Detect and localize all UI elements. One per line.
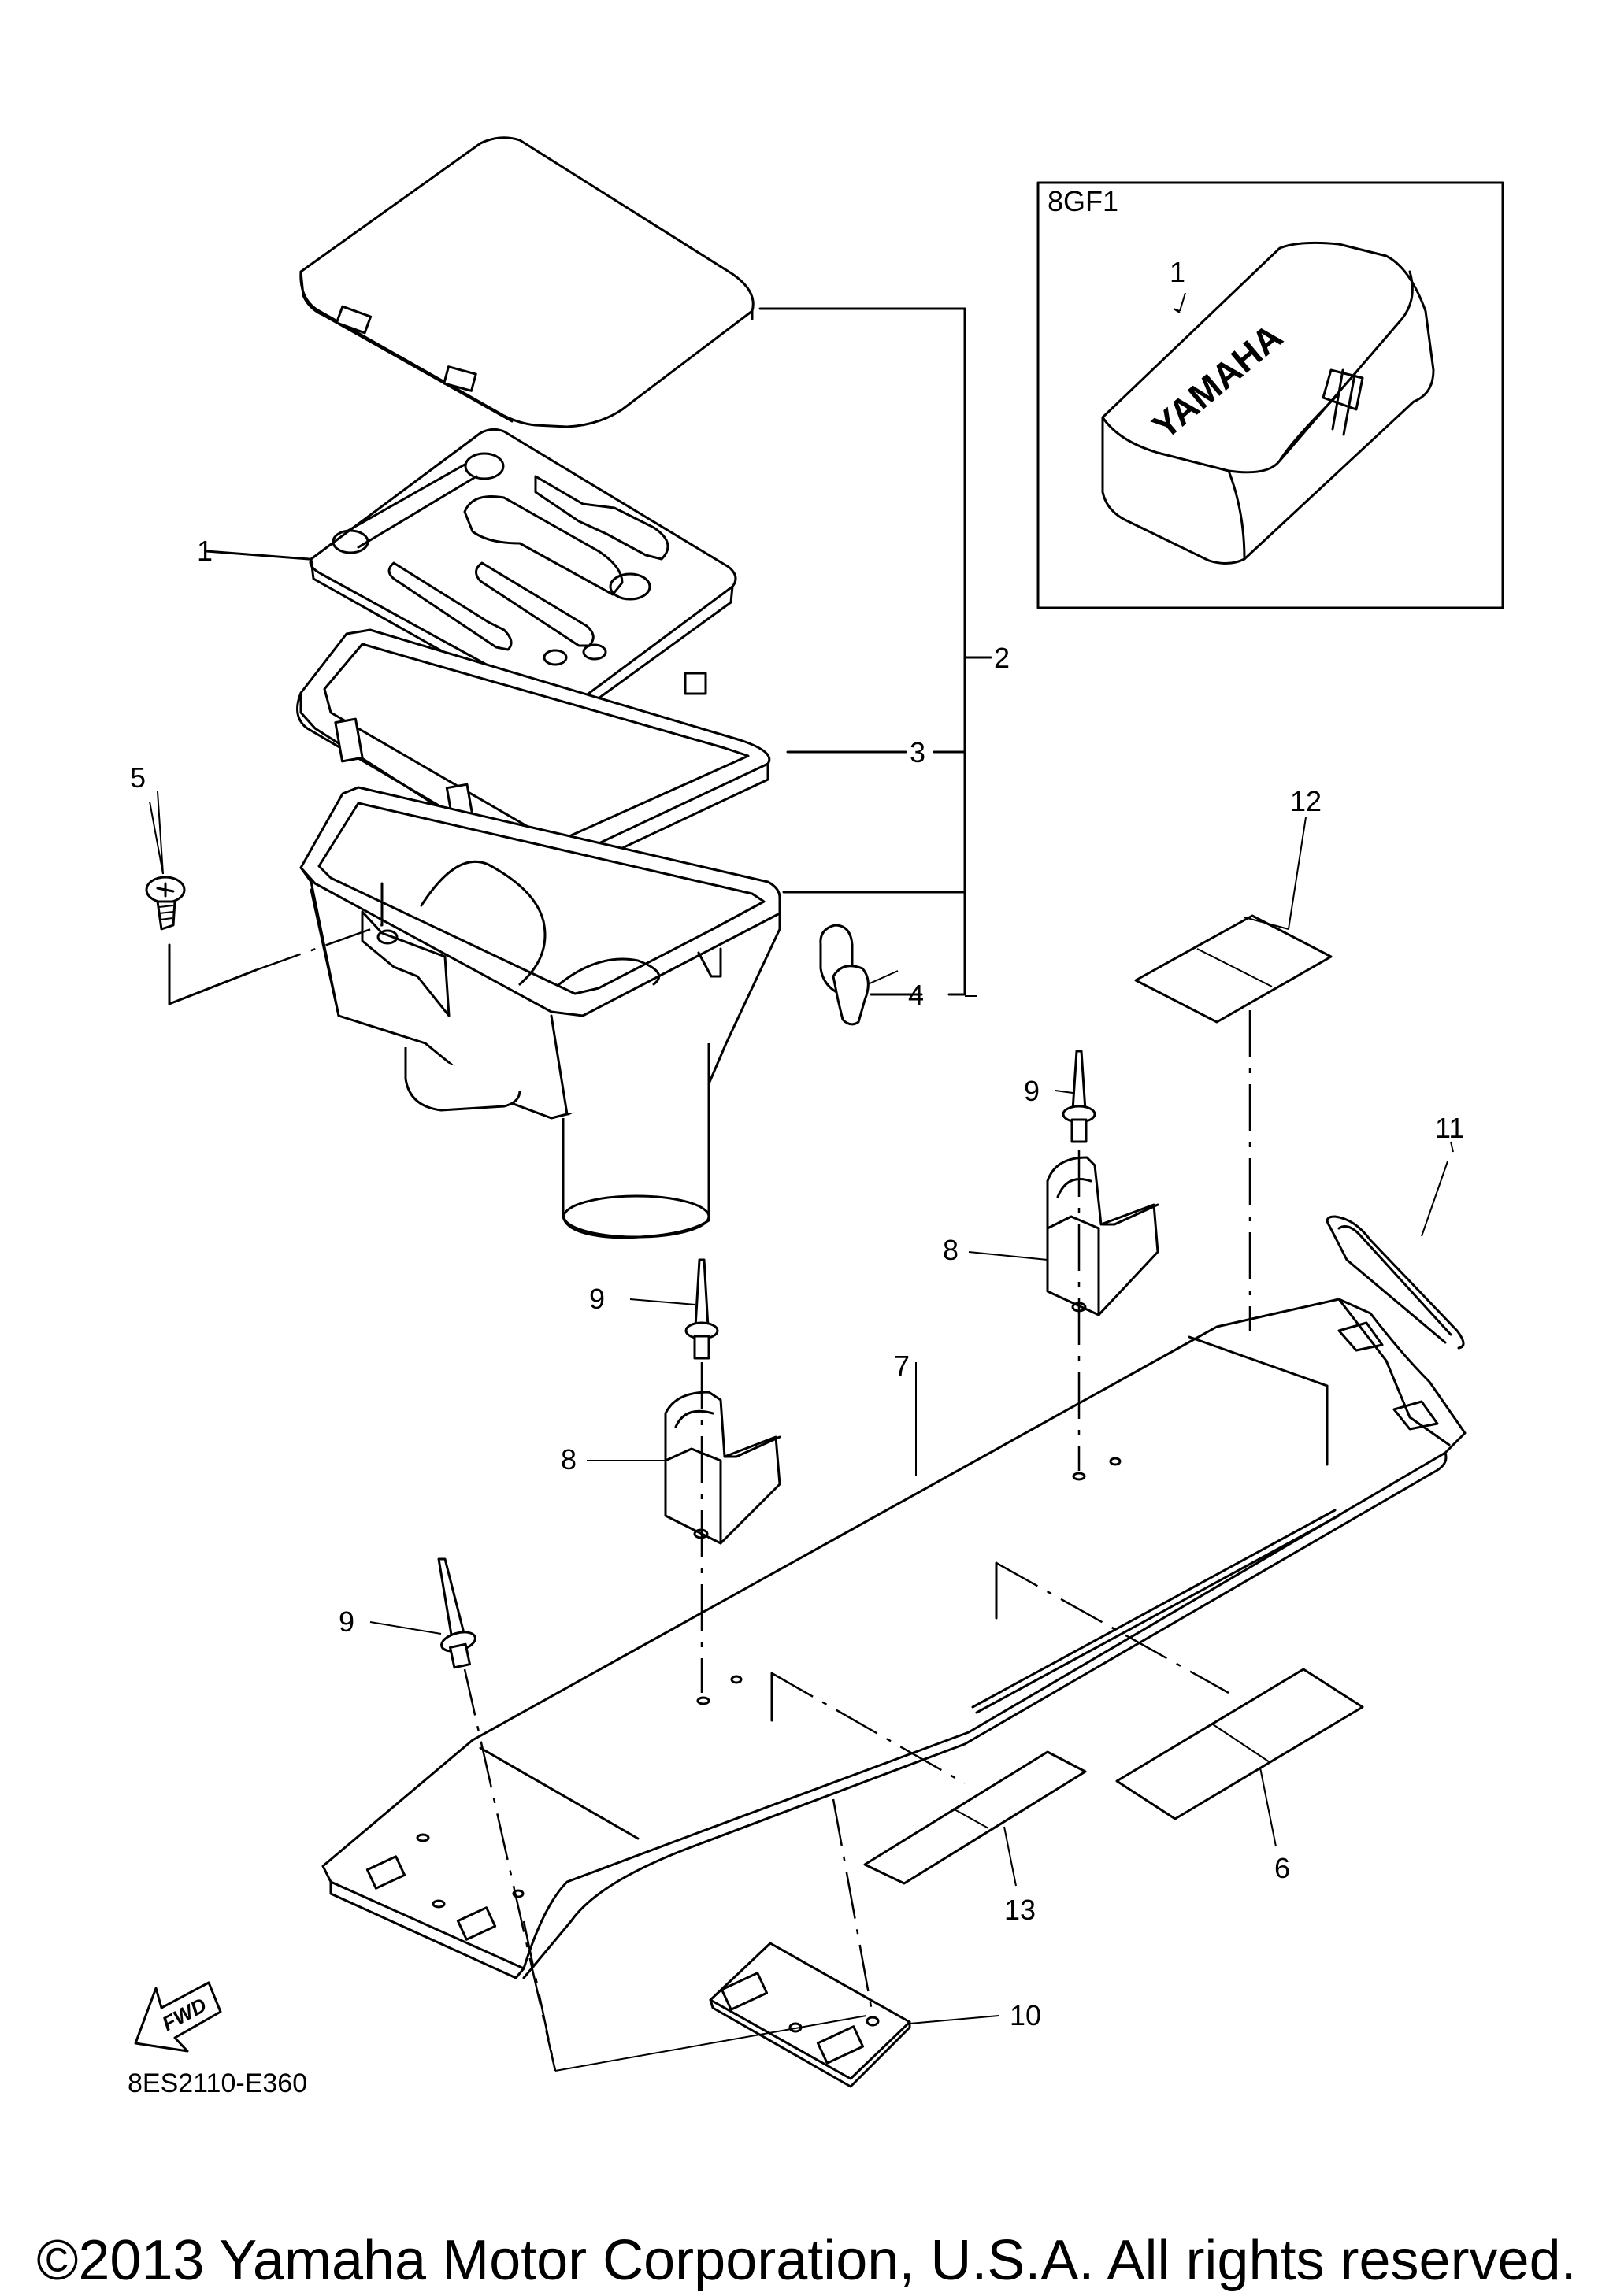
callout-label-13: 13 [1004, 1894, 1036, 1926]
callout-clip: 4 [908, 979, 924, 1011]
callout-seal: 3 [910, 736, 925, 768]
inset-code: 8GF1 [1048, 185, 1118, 217]
callout-plate: 7 [894, 1350, 910, 1382]
label-13-sticker [863, 1750, 1087, 1885]
bracket-upper-icon [1046, 1156, 1159, 1316]
callout-damper-plate: 10 [1010, 1999, 1041, 2031]
inset-leader [1179, 292, 1186, 312]
callout-band: 11 [1435, 1112, 1464, 1144]
clip-icon [819, 924, 870, 1026]
band-icon [1326, 1215, 1465, 1350]
screw-icon [145, 876, 186, 931]
callout-rivet-upper: 9 [1024, 1075, 1040, 1107]
inset-border [1036, 181, 1504, 609]
callout-rivet-middle: 9 [589, 1283, 605, 1315]
callout-label-12: 12 [1290, 785, 1322, 817]
damper-plate [709, 1942, 911, 2088]
rivet-upper-icon [1062, 1050, 1096, 1143]
fwd-arrow-icon: FWD [134, 1981, 222, 2053]
callout-leaders [157, 791, 1454, 2024]
tool-bag-icon: YAMAHA [1101, 241, 1435, 565]
rivet-middle-icon [684, 1258, 719, 1360]
inset-panel: 8GF1 1 YAMAHA [1036, 181, 1504, 609]
storage-box-body [299, 786, 781, 1239]
base-plate [321, 1298, 1467, 1979]
callout-screw: 5 [130, 761, 146, 794]
seal-frame [296, 628, 771, 876]
drawing-code: 8ES2110-E360 [128, 2068, 307, 2098]
callout-bracket-upper: 8 [943, 1234, 959, 1266]
callout-tool-kit: 1 [197, 535, 213, 567]
callout-storage-box: 2 [994, 642, 1010, 674]
assembly-dash-lines [463, 1010, 1251, 2072]
label-12-sticker [1134, 914, 1333, 1024]
rivet-lower-icon [437, 1557, 476, 1669]
callout-label-6: 6 [1274, 1852, 1290, 1884]
callout-bracket-lower: 8 [561, 1443, 577, 1476]
copyright-notice: ©2013 Yamaha Motor Corporation, U.S.A. A… [36, 2229, 1576, 2292]
storage-box-lid [299, 136, 755, 428]
bracket-lower-icon [664, 1391, 781, 1545]
callout-rivet-lower: 9 [339, 1605, 354, 1638]
label-6-sticker [1115, 1668, 1364, 1820]
inset-callout-1: 1 [1170, 256, 1185, 288]
assembly-bracket-lines [149, 307, 992, 1005]
